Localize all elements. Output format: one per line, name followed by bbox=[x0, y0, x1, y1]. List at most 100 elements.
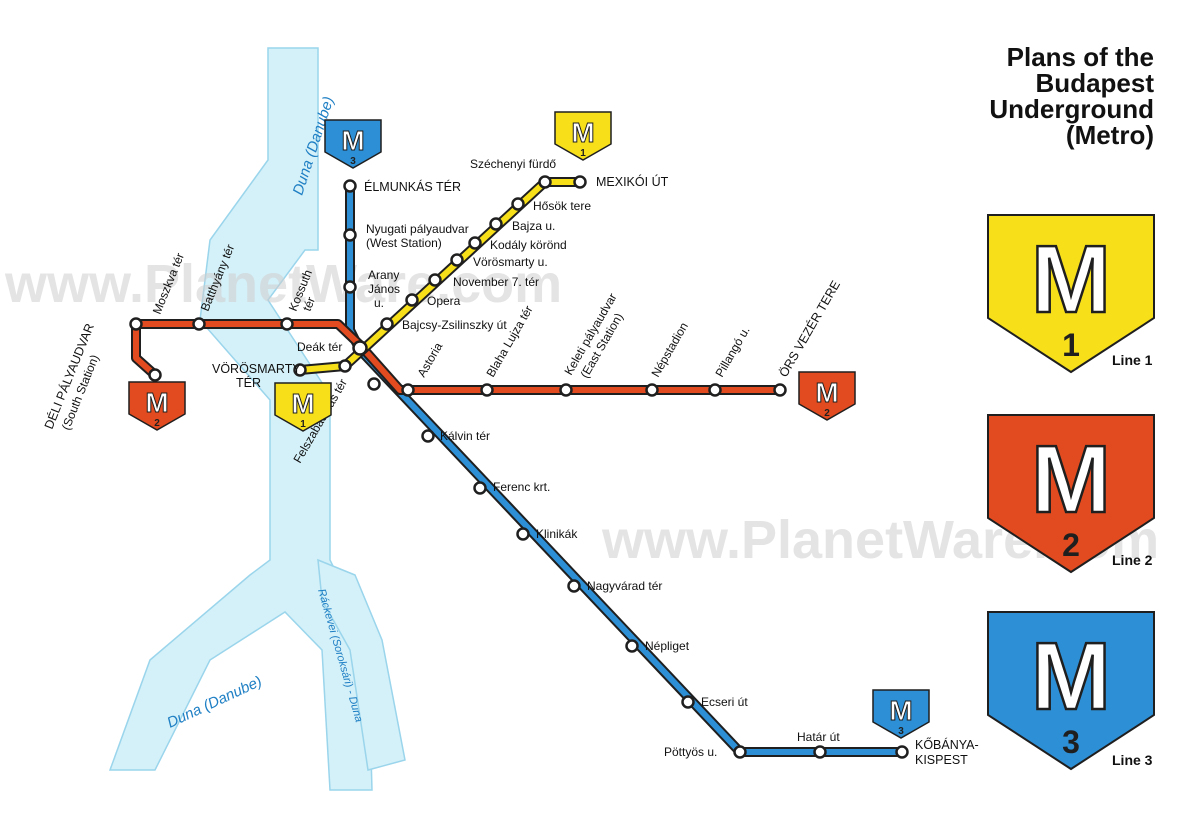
label-blaha: Blaha Lujza tér bbox=[483, 303, 535, 379]
station-blaha[interactable] bbox=[480, 383, 494, 397]
title-line-3: Underground bbox=[989, 94, 1154, 124]
line2-route-fill bbox=[133, 321, 780, 393]
label-ferenc: Ferenc krt. bbox=[493, 480, 550, 494]
label-kobanya: KŐBÁNYA- bbox=[915, 737, 979, 752]
station-klinikak[interactable] bbox=[516, 527, 530, 541]
station-deak-ter-hub[interactable] bbox=[352, 340, 368, 356]
label-pottyos: Pöttyös u. bbox=[664, 745, 717, 759]
station-nyugati[interactable] bbox=[343, 228, 357, 242]
label-nagyvarad: Nagyvárad tér bbox=[587, 579, 662, 593]
station-kodaly[interactable] bbox=[468, 236, 482, 250]
legend-line3: M 3 Line 3 bbox=[987, 611, 1155, 771]
label-nepstadion: Népstadion bbox=[648, 320, 690, 380]
station-mexikoi[interactable] bbox=[573, 175, 587, 189]
station-nagyvarad[interactable] bbox=[567, 579, 581, 593]
badge-number: 3 bbox=[898, 726, 904, 737]
label-hatar: Határ út bbox=[797, 730, 840, 744]
legend-m-letter: M bbox=[1031, 623, 1111, 730]
station-keleti[interactable] bbox=[559, 383, 573, 397]
rackevei-branch bbox=[317, 558, 406, 771]
badge-line3-southeast: M 3 bbox=[872, 689, 930, 739]
station-hosok[interactable] bbox=[511, 197, 525, 211]
station-ecseri[interactable] bbox=[681, 695, 695, 709]
station-ferenc[interactable] bbox=[473, 481, 487, 495]
label-november: November 7. tér bbox=[453, 275, 539, 289]
label-mexikoi: MEXIKÓI ÚT bbox=[596, 174, 669, 189]
station-batthyany[interactable] bbox=[192, 317, 206, 331]
label-opera: Opera bbox=[427, 294, 461, 308]
station-vorosmarty-ter[interactable] bbox=[293, 363, 307, 377]
station-november[interactable] bbox=[428, 273, 442, 287]
legend-line2: M 2 Line 2 bbox=[987, 414, 1155, 574]
label-nyugati-sub: (West Station) bbox=[366, 236, 442, 250]
station-kobanya[interactable] bbox=[895, 745, 909, 759]
label-kalvin: Kálvin tér bbox=[440, 429, 490, 443]
station-astoria[interactable] bbox=[401, 383, 415, 397]
badge-number: 2 bbox=[154, 418, 160, 429]
label-arany-2: János bbox=[368, 282, 400, 296]
station-markers bbox=[129, 175, 909, 759]
legend-number: 2 bbox=[1062, 527, 1080, 563]
badge-m-letter: M bbox=[571, 117, 594, 148]
label-astoria: Astoria bbox=[414, 340, 445, 380]
legend-line1: M 1 Line 1 bbox=[987, 214, 1155, 374]
station-pillango[interactable] bbox=[708, 383, 722, 397]
label-hosok: Hősök tere bbox=[533, 199, 591, 213]
station-deak-ter-l1[interactable] bbox=[338, 359, 352, 373]
legend-caption: Line 3 bbox=[1112, 752, 1153, 768]
label-kossuth-2: tér bbox=[300, 295, 318, 313]
badge-number: 1 bbox=[300, 419, 306, 430]
label-vorosmarty-u: Vörösmarty u. bbox=[473, 255, 548, 269]
station-arany[interactable] bbox=[343, 280, 357, 294]
station-opera[interactable] bbox=[405, 293, 419, 307]
badge-m-letter: M bbox=[889, 695, 912, 726]
map-title: Plans of the Budapest Underground (Metro… bbox=[989, 44, 1154, 148]
badge-m-letter: M bbox=[341, 125, 364, 156]
label-arany-1: Arany bbox=[368, 268, 399, 282]
label-kobanya-2: KISPEST bbox=[915, 753, 968, 767]
station-felszabadulas[interactable] bbox=[367, 377, 381, 391]
label-bajza: Bajza u. bbox=[512, 219, 555, 233]
label-nyugati: Nyugati pályaudvar bbox=[366, 222, 469, 236]
label-ecseri: Ecseri út bbox=[701, 695, 748, 709]
station-nepliget[interactable] bbox=[625, 639, 639, 653]
label-vorosmarty-ter-2: TÉR bbox=[236, 375, 261, 390]
badge-number: 2 bbox=[824, 408, 830, 419]
station-bajza[interactable] bbox=[489, 217, 503, 231]
station-bajcsy[interactable] bbox=[380, 317, 394, 331]
station-kossuth[interactable] bbox=[280, 317, 294, 331]
station-szechenyi[interactable] bbox=[538, 175, 552, 189]
badge-line3-north: M 3 bbox=[324, 119, 382, 169]
legend-caption: Line 1 bbox=[1112, 352, 1153, 368]
legend-m-letter: M bbox=[1031, 426, 1111, 533]
legend-number: 1 bbox=[1062, 327, 1080, 363]
badge-line1-south: M 1 bbox=[274, 382, 332, 432]
legend-m-letter: M bbox=[1031, 226, 1111, 333]
label-szechenyi: Széchenyi fürdő bbox=[470, 157, 556, 171]
label-vorosmarty-ter: VÖRÖSMARTY bbox=[212, 362, 301, 376]
station-nepstadion[interactable] bbox=[645, 383, 659, 397]
station-pottyos[interactable] bbox=[733, 745, 747, 759]
danube-river bbox=[108, 47, 373, 791]
title-line-4: (Metro) bbox=[1065, 120, 1154, 150]
label-nepliget: Népliget bbox=[645, 639, 690, 653]
label-pillango: Pillangó u. bbox=[712, 324, 752, 380]
label-arany-3: u. bbox=[374, 296, 384, 310]
station-moszkva[interactable] bbox=[129, 317, 143, 331]
label-elmunkas: ÉLMUNKÁS TÉR bbox=[364, 179, 461, 194]
label-klinikak: Klinikák bbox=[536, 527, 578, 541]
badge-m-letter: M bbox=[815, 377, 838, 408]
station-elmunkas[interactable] bbox=[343, 179, 357, 193]
station-ors[interactable] bbox=[773, 383, 787, 397]
station-deli[interactable] bbox=[148, 368, 162, 382]
station-kalvin[interactable] bbox=[421, 429, 435, 443]
station-hatar[interactable] bbox=[813, 745, 827, 759]
badge-number: 3 bbox=[350, 156, 356, 167]
station-vorosmarty-u[interactable] bbox=[450, 253, 464, 267]
label-deak-ter: Deák tér bbox=[297, 340, 342, 354]
label-kodaly: Kodály körönd bbox=[490, 238, 567, 252]
label-ors: ÖRS VEZÉR TERE bbox=[776, 278, 843, 380]
badge-line2-west: M 2 bbox=[128, 381, 186, 431]
label-bajcsy: Bajcsy-Zsilinszky út bbox=[402, 318, 507, 332]
